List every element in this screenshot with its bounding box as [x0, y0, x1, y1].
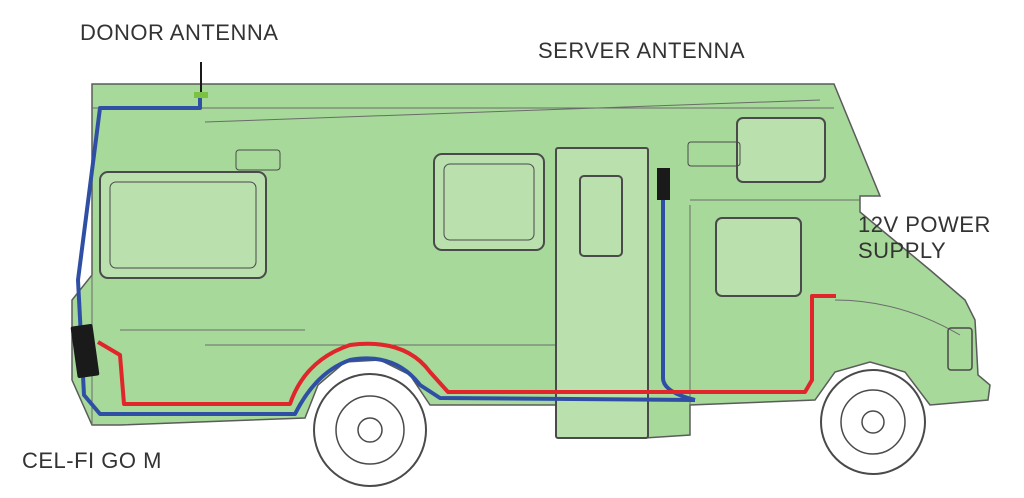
rear-wheel — [313, 373, 427, 487]
power-supply-label: 12V POWER SUPPLY — [858, 212, 991, 264]
power-supply-label-line2: SUPPLY — [858, 238, 947, 263]
rv-windows — [99, 117, 973, 439]
rear-window — [99, 171, 267, 279]
power-supply-label-line1: 12V POWER — [858, 212, 991, 237]
cab-window — [715, 217, 802, 297]
coax-cable-server — [661, 200, 696, 402]
power-cable — [96, 294, 836, 406]
cabover-window — [736, 117, 826, 183]
donor-antenna-label: DONOR ANTENNA — [80, 20, 279, 45]
front-wheel — [820, 369, 926, 475]
cel-fi-device — [70, 323, 100, 379]
server-antenna — [657, 168, 670, 200]
cel-fi-label: CEL-FI GO M — [22, 448, 162, 473]
side-window — [433, 153, 545, 251]
server-antenna-label: SERVER ANTENNA — [538, 38, 746, 63]
donor-antenna-mount — [194, 92, 208, 98]
door-window — [579, 175, 623, 257]
coax-cable-donor — [76, 98, 696, 416]
